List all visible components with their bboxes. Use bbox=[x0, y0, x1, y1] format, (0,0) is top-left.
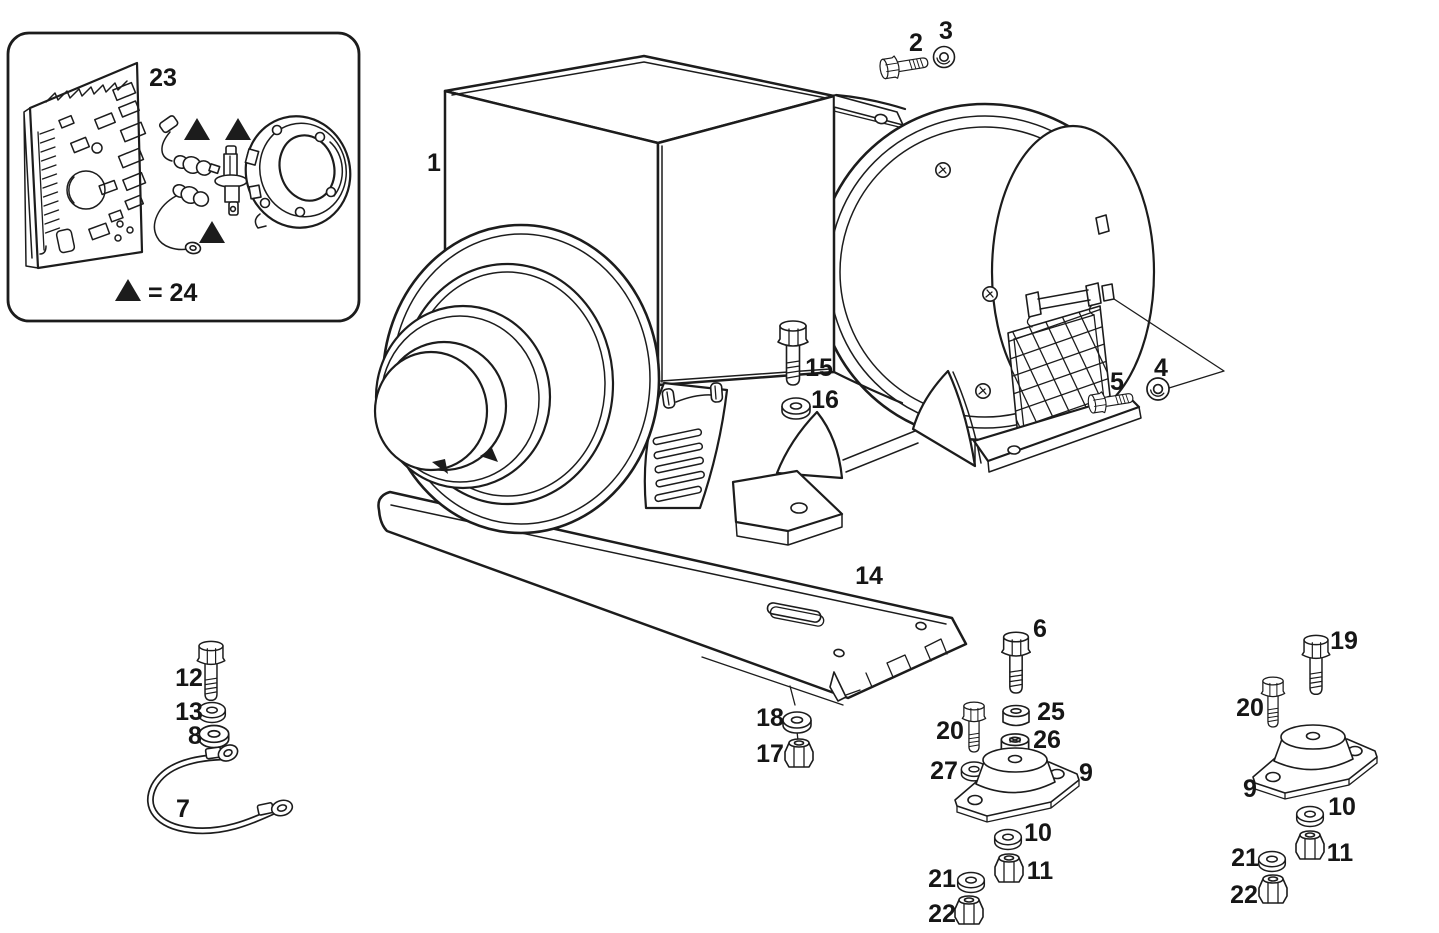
triangle-marker bbox=[199, 221, 225, 243]
rim-clip bbox=[1095, 214, 1110, 235]
callout-part-4: 4 bbox=[1154, 354, 1168, 382]
vibration-mount-9-right bbox=[1252, 724, 1378, 800]
nut-17 bbox=[784, 738, 814, 768]
nut-11-center bbox=[994, 853, 1024, 883]
vibration-mount-9-center bbox=[954, 747, 1080, 823]
triangle-marker bbox=[184, 118, 210, 140]
callout-part-11-center: 11 bbox=[1027, 857, 1054, 885]
callout-part-5: 5 bbox=[1110, 368, 1124, 396]
callout-part-3: 3 bbox=[939, 17, 953, 45]
washer-3 bbox=[932, 45, 956, 69]
callout-part-20-right: 20 bbox=[1236, 694, 1264, 722]
louvre-vents bbox=[652, 382, 724, 503]
body-bottom-edge bbox=[832, 370, 904, 405]
regulator-board-23 bbox=[23, 61, 147, 270]
front-drum bbox=[373, 223, 661, 535]
callout-part-14: 14 bbox=[855, 562, 883, 590]
legend-equals-24: = 24 bbox=[148, 279, 197, 307]
callout-part-21-right: 21 bbox=[1231, 844, 1259, 872]
washer-21-center bbox=[956, 871, 986, 894]
bushing-26 bbox=[1000, 733, 1030, 756]
callout-part-1: 1 bbox=[427, 149, 441, 177]
ground-strap-7 bbox=[146, 744, 294, 835]
nut-22-center bbox=[954, 895, 984, 925]
legend-triangle-icon bbox=[115, 279, 141, 301]
callout-part-22-center: 22 bbox=[928, 900, 956, 928]
callout-part-20-center: 20 bbox=[936, 717, 964, 745]
board-connector-teeth bbox=[45, 80, 128, 103]
callout-part-13: 13 bbox=[175, 698, 203, 726]
bolt-19 bbox=[1301, 634, 1331, 696]
callout-part-22-right: 22 bbox=[1230, 881, 1258, 909]
sensor-diode-upper bbox=[158, 115, 221, 176]
band-clip bbox=[709, 382, 724, 403]
washer-21-right bbox=[1257, 850, 1287, 873]
callout-part-7: 7 bbox=[176, 795, 190, 823]
board-components bbox=[39, 81, 147, 255]
heatsink-fins bbox=[37, 128, 61, 251]
lifting-lug-bracket bbox=[833, 94, 904, 128]
bushing-25 bbox=[1002, 704, 1030, 727]
callout-part-27: 27 bbox=[930, 757, 958, 785]
callout-part-6: 6 bbox=[1033, 615, 1047, 643]
rim-screw bbox=[974, 382, 992, 400]
triangle-marker bbox=[225, 118, 251, 140]
callout-part-8: 8 bbox=[188, 722, 202, 750]
callout-part-10-center: 10 bbox=[1024, 819, 1052, 847]
nut-11-right bbox=[1295, 830, 1325, 860]
callout-part-23: 23 bbox=[149, 64, 177, 92]
stud-diode bbox=[214, 145, 248, 216]
washer-10-center bbox=[993, 828, 1023, 851]
callout-part-26: 26 bbox=[1033, 726, 1061, 754]
housing-top-edge bbox=[834, 93, 907, 111]
callout-part-21-center: 21 bbox=[928, 865, 956, 893]
rim-screw bbox=[934, 162, 952, 178]
bolt-20-center bbox=[961, 701, 987, 753]
callout-part-25: 25 bbox=[1037, 698, 1065, 726]
inset-regulator-panel bbox=[6, 31, 361, 323]
bolt-6 bbox=[1000, 631, 1032, 694]
rear-housing bbox=[815, 93, 1156, 442]
nut-22-right bbox=[1258, 874, 1288, 904]
callout-labels: 1 2 3 5 4 15 16 14 18 17 12 13 8 7 6 25 … bbox=[148, 17, 1358, 928]
rim-screw bbox=[981, 285, 999, 303]
washer-8 bbox=[198, 724, 230, 749]
callout-part-15: 15 bbox=[805, 354, 833, 382]
bolt-20-right bbox=[1260, 676, 1286, 728]
callout-part-17: 17 bbox=[756, 740, 784, 768]
washer-18 bbox=[782, 711, 812, 734]
callout-part-10-right: 10 bbox=[1328, 793, 1356, 821]
base-rail bbox=[377, 490, 968, 706]
callout-part-11-right: 11 bbox=[1327, 839, 1354, 867]
band-clip bbox=[661, 388, 676, 409]
callout-part-12: 12 bbox=[175, 664, 203, 692]
washer-16 bbox=[781, 397, 811, 420]
callout-part-16: 16 bbox=[811, 386, 839, 414]
rim-clip bbox=[1101, 283, 1115, 302]
callout-part-9-center: 9 bbox=[1079, 759, 1093, 787]
callout-part-18: 18 bbox=[756, 704, 784, 732]
lifting-handle bbox=[1025, 282, 1102, 328]
washer-10-right bbox=[1295, 805, 1325, 828]
callout-part-2: 2 bbox=[909, 29, 923, 57]
callout-part-9-right: 9 bbox=[1243, 775, 1257, 803]
brush-holder bbox=[244, 115, 352, 229]
sensor-diode-lower bbox=[153, 183, 210, 255]
callout-part-19: 19 bbox=[1330, 627, 1358, 655]
